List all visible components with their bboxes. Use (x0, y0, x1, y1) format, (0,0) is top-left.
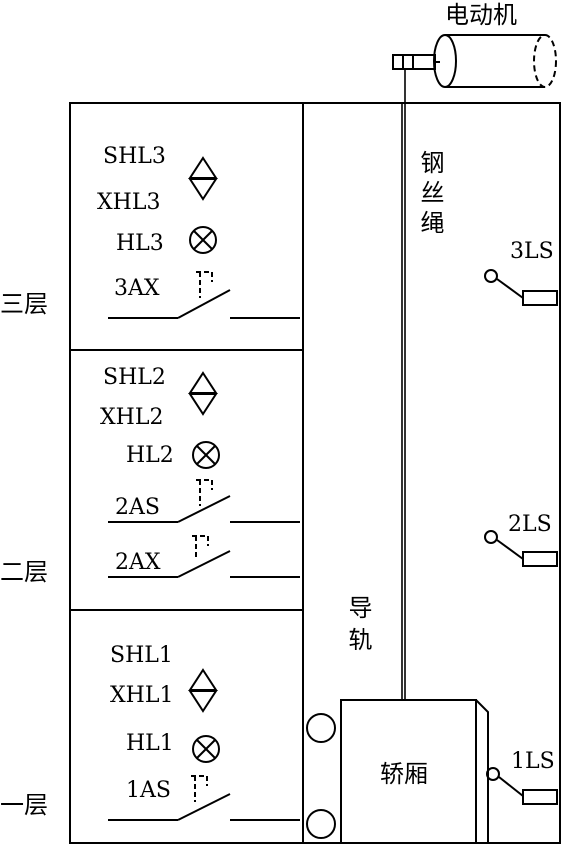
motor-icon (392, 34, 557, 88)
shl3-xhl3-arrows-icon (188, 156, 218, 201)
motor-label: 电动机 (445, 1, 517, 29)
as2-label: 2AS (115, 495, 160, 520)
as1-label: 1AS (126, 778, 171, 803)
hl3-lamp-icon (189, 226, 217, 254)
limit-switch-2ls-icon (484, 530, 558, 567)
limit-switch-3ls-icon (484, 269, 558, 306)
xhl3-label: XHL3 (97, 190, 160, 215)
hl2-label: HL2 (126, 443, 174, 468)
guide-wheel-lower-icon (306, 809, 336, 839)
shl2-xhl2-arrows-icon (188, 371, 218, 416)
ls2-label: 2LS (508, 512, 552, 537)
xhl2-label: XHL2 (100, 405, 163, 430)
car-label: 轿厢 (380, 760, 428, 788)
rail-label: 导轨 (344, 595, 372, 659)
xhl1-label: XHL1 (110, 683, 173, 708)
switch-3ax-icon (108, 271, 300, 319)
hl2-lamp-icon (192, 441, 220, 469)
car-box (340, 699, 489, 844)
switch-1as-icon (108, 775, 300, 821)
shl1-label: SHL1 (110, 643, 173, 668)
ax2-label: 2AX (115, 550, 161, 575)
hl1-lamp-icon (192, 735, 220, 763)
floor-1-label: 一层 (0, 791, 48, 819)
shaft-outline (69, 102, 561, 844)
shl2-label: SHL2 (103, 365, 166, 390)
floor-3-label: 三层 (0, 290, 48, 318)
switch-2ax-icon (108, 535, 300, 578)
guide-wheel-upper-icon (306, 713, 336, 743)
limit-switch-1ls-icon (486, 767, 558, 805)
ls1-label: 1LS (511, 749, 555, 774)
switch-2as-icon (108, 479, 300, 523)
hl3-label: HL3 (116, 231, 164, 256)
shl1-xhl1-arrows-icon (188, 668, 218, 713)
floor-2-label: 二层 (0, 558, 48, 586)
ls3-label: 3LS (510, 239, 554, 264)
hl1-label: HL1 (126, 731, 174, 756)
ax3-label: 3AX (114, 276, 160, 301)
shl3-label: SHL3 (103, 144, 166, 169)
rope-label: 钢丝绳 (416, 150, 444, 240)
